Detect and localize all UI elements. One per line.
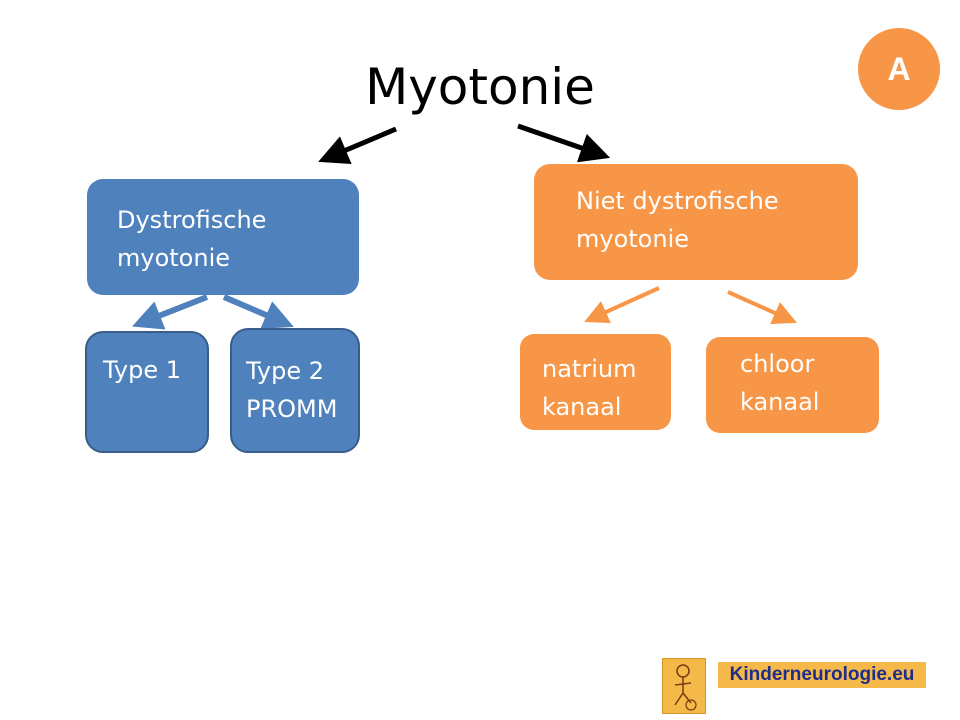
- arrow-to-dystrofisch: [318, 126, 397, 164]
- node-label-line1: natrium: [542, 355, 637, 383]
- node-label-line2: PROMM: [246, 395, 338, 423]
- node-niet-dystrofische-myotonie: Niet dystrofische myotonie: [534, 164, 858, 280]
- site-logo-text[interactable]: Kinderneurologie.eu: [718, 662, 926, 688]
- node-label-line1: Type 2: [246, 357, 325, 385]
- arrow-to-type1: [132, 294, 209, 330]
- arrow-to-natrium: [584, 286, 660, 323]
- arrow-to-chloor: [727, 290, 797, 325]
- arrow-to-niet-dystrofisch: [517, 123, 611, 163]
- node-label-line1: Niet dystrofische: [576, 187, 779, 215]
- node-label-line1: Type 1: [103, 356, 182, 384]
- node-natrium-kanaal: natrium kanaal: [520, 334, 671, 430]
- section-badge: A: [858, 28, 940, 110]
- node-label-line2: myotonie: [117, 244, 231, 272]
- node-label-line2: kanaal: [740, 388, 820, 416]
- node-label-line2: kanaal: [542, 393, 622, 421]
- node-dystrofische-myotonie: Dystrofische myotonie: [87, 179, 359, 295]
- node-type-2-promm: Type 2 PROMM: [230, 328, 360, 453]
- node-label-line2: myotonie: [576, 225, 690, 253]
- node-type-1: Type 1: [85, 331, 209, 453]
- node-label-line1: Dystrofische: [117, 206, 267, 234]
- node-label-line1: chloor: [740, 350, 815, 378]
- node-chloor-kanaal: chloor kanaal: [706, 337, 879, 433]
- logo-figure-icon: [662, 658, 706, 714]
- page-title: Myotonie: [365, 58, 595, 116]
- arrow-to-type2: [222, 294, 294, 329]
